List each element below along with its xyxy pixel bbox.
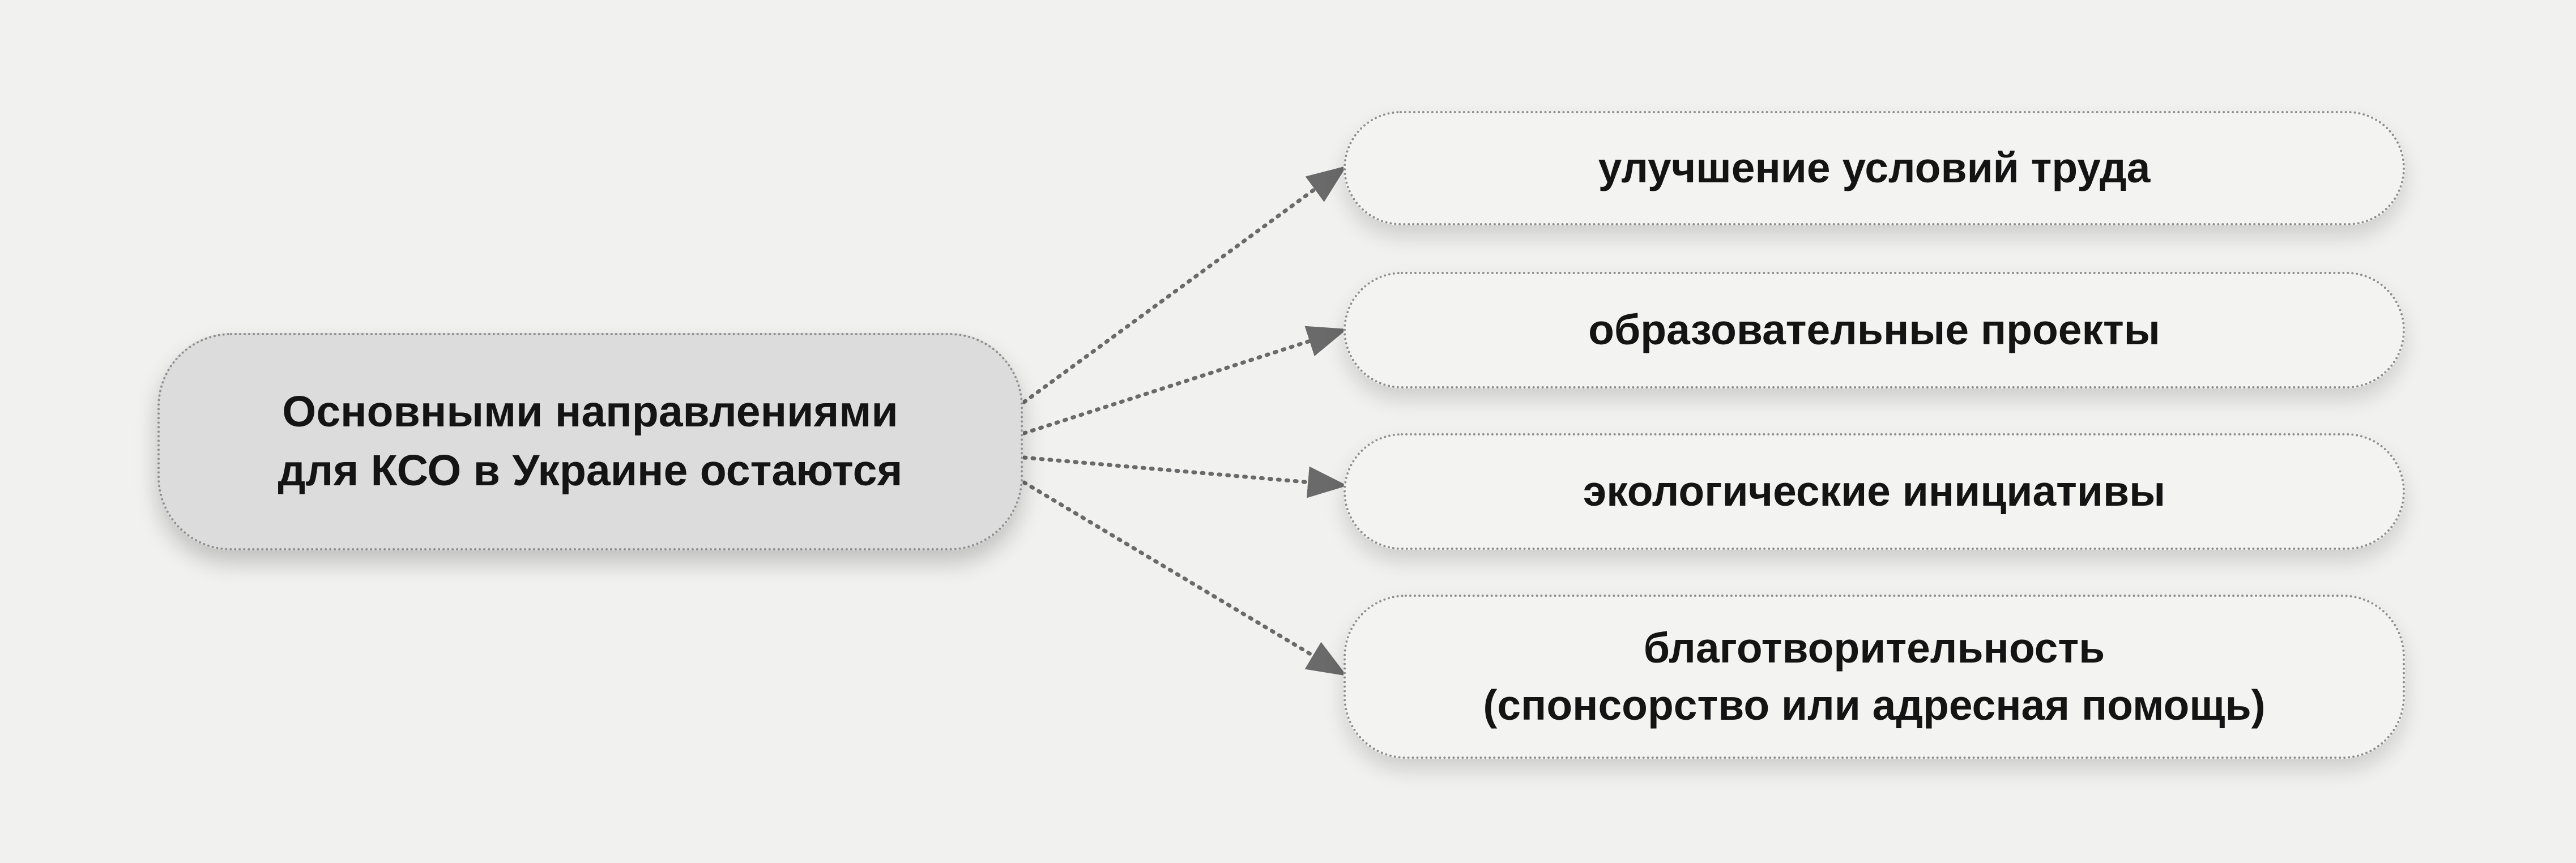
target-label-group: благотворительность (спонсорство или адр… xyxy=(1483,620,2265,734)
target-label: экологические инициативы xyxy=(1583,467,2166,515)
source-label-line-1: Основными направлениями xyxy=(282,387,898,437)
source-label-line-2: для КСО в Украине остаются xyxy=(278,446,903,495)
arrow-to-item-4 xyxy=(1022,480,1347,676)
arrow-to-item-3 xyxy=(1022,455,1347,498)
target-node-labor-conditions: улучшение условий труда xyxy=(1344,111,2405,225)
source-node: Основными направлениями для КСО в Украин… xyxy=(157,333,1023,550)
source-label: Основными направлениями для КСО в Украин… xyxy=(278,383,903,501)
target-node-education-projects: образовательные проекты xyxy=(1344,272,2405,388)
arrow-to-item-1 xyxy=(1022,165,1347,404)
target-label: улучшение условий труда xyxy=(1598,144,2151,192)
arrow-to-item-2 xyxy=(1022,326,1347,435)
target-label-line-1: благотворительность xyxy=(1643,623,2105,672)
target-node-charity: благотворительность (спонсорство или адр… xyxy=(1344,595,2405,759)
target-label-line-2: (спонсорство или адресная помощь) xyxy=(1483,681,2266,729)
target-node-ecology-initiatives: экологические инициативы xyxy=(1344,433,2405,550)
target-label: образовательные проекты xyxy=(1588,306,2160,354)
